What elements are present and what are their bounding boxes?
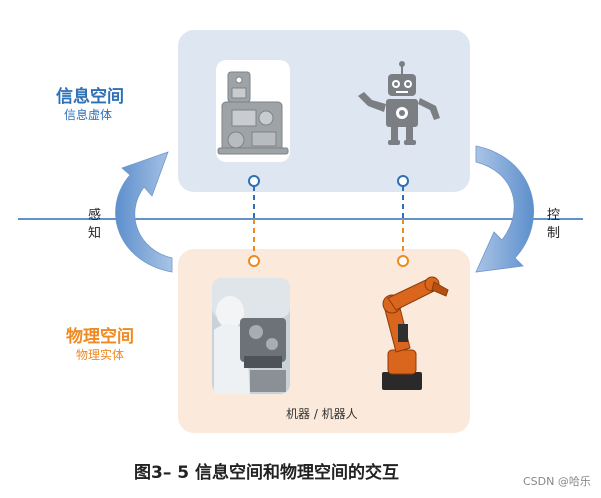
sense-label-1: 感 [88,208,102,223]
sense-arrow [115,151,173,273]
physical-space-title: 物理空间 [66,327,134,347]
node-right-physical [397,255,409,267]
control-label-1: 控 [547,208,561,223]
physical-robot-arm [382,276,449,390]
physical-machine-photo [212,278,290,394]
virtual-robot-icon [358,61,440,145]
node-left-physical [248,255,260,267]
control-arrow [475,145,535,273]
physical-space-subtitle: 物理实体 [76,348,125,362]
virtual-machine-icon [217,71,289,155]
machine-robot-label: 机器 / 机器人 [286,407,358,421]
figure-caption: 图3– 5 信息空间和物理空间的交互 [134,463,399,483]
sense-label-2: 知 [88,226,102,241]
cyber-space-subtitle: 信息虚体 [64,108,113,122]
cyber-space-title: 信息空间 [56,87,124,107]
watermark: CSDN @哈乐 [523,475,591,488]
node-left-cyber [248,175,260,187]
node-right-cyber [397,175,409,187]
control-label-2: 制 [547,226,561,241]
